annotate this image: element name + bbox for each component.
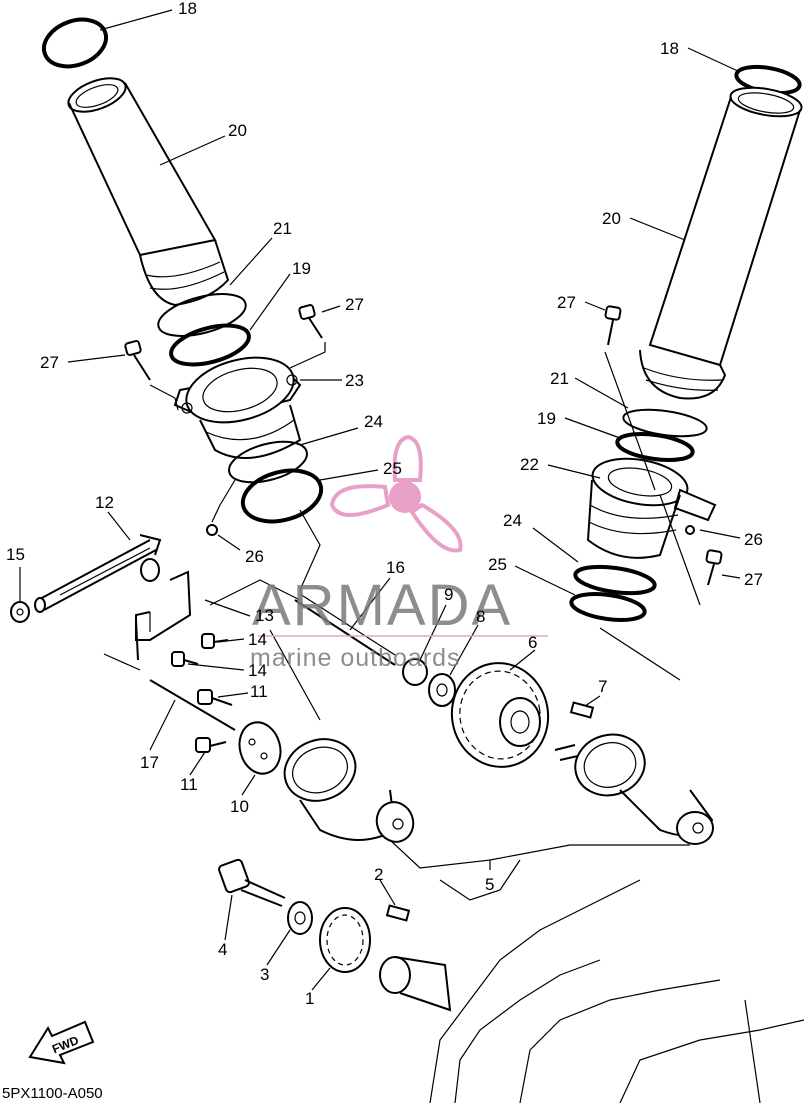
key-2 [385,904,411,922]
callout-27-right-b: 27 [744,570,763,589]
left-camshaft [283,738,415,843]
collar-9 [402,658,428,686]
pin-26-right [685,525,695,535]
engine-block-outline [429,859,804,1103]
plate-10 [238,721,282,775]
callout-21-right: 21 [550,369,569,388]
tube-20-left [67,77,230,307]
callout-4: 4 [218,940,227,959]
callout-13: 13 [255,606,274,625]
callout-25-right: 25 [488,555,507,574]
shift-mechanism [10,534,396,775]
callout-9: 9 [444,585,453,604]
o-ring-24-left [228,440,308,484]
callout-6: 6 [528,633,537,652]
callout-1: 1 [305,989,314,1008]
callout-11-a: 11 [250,682,268,701]
bolt-27-right-a [604,305,656,491]
propeller-logo [329,434,463,553]
watermark: ARMADA marine outboards [250,434,548,672]
washer-15 [10,601,30,623]
watermark-title: ARMADA [252,573,512,638]
callouts: 18 20 21 19 27 27 23 24 25 26 12 15 16 1… [6,0,763,1008]
screw-11-a [197,689,233,706]
crankshaft-end [379,956,452,1012]
right-camshaft [554,733,714,845]
left-tube-assembly [42,17,326,536]
housing-22-right [586,457,717,559]
bolt-27-left-a [124,340,179,411]
callout-10: 10 [230,797,249,816]
callout-8: 8 [476,607,485,626]
callout-22: 22 [520,455,539,474]
bolt-27-right-b [659,494,723,606]
callout-14-a: 14 [248,630,267,649]
callout-20-left: 20 [228,121,247,140]
o-ring-18-left [42,17,108,69]
bolt-4 [218,858,286,907]
fwd-arrow-icon [28,1020,95,1065]
propeller-blade-right [409,502,463,553]
callout-27-left-b: 27 [345,295,364,314]
callout-24-right: 24 [503,511,522,530]
o-ring-19-left [169,323,251,367]
screw-11-b [195,737,227,753]
callout-18-right: 18 [660,39,679,58]
bracket-13 [135,570,192,661]
callout-26-left: 26 [245,547,264,566]
gear-1 [319,907,371,973]
callout-17: 17 [140,753,159,772]
callout-15: 15 [6,545,25,564]
callout-18-left: 18 [178,0,197,18]
fwd-arrow: FWD [28,1020,95,1065]
propeller-blade-top [392,434,423,482]
callout-5: 5 [485,875,494,894]
shaft-16 [294,599,396,666]
callout-27-right-a: 27 [557,293,576,312]
leader-lines [19,9,741,991]
right-tube-assembly [569,64,803,622]
drawing-code: 5PX1100-A050 [2,1085,103,1102]
callout-16: 16 [386,558,405,577]
callout-19-left: 19 [292,259,311,278]
gear-6 [450,662,550,768]
callout-23: 23 [345,371,364,390]
watermark-subtitle: marine outboards [250,644,461,672]
callout-14-b: 14 [248,661,267,680]
callout-21-left: 21 [273,219,292,238]
screw-14-a [201,633,229,649]
bolt-27-left-b [289,304,326,369]
rod-17 [149,679,236,731]
tube-20-right [639,86,803,400]
callout-20-right: 20 [602,209,621,228]
callout-11-b: 11 [180,775,198,794]
propeller-blade-left [329,484,391,517]
callout-12: 12 [95,493,114,512]
callout-2: 2 [374,865,383,884]
callout-27-left-a: 27 [40,353,59,372]
callout-19-right: 19 [537,409,556,428]
callout-3: 3 [260,965,269,984]
o-ring-19-right [615,431,695,463]
shift-lever-12 [34,534,162,613]
washer-8 [428,673,456,707]
callout-25-left: 25 [383,459,402,478]
washer-3 [287,901,313,935]
housing-23-left [173,356,302,459]
o-ring-25-right [569,592,647,622]
screw-14-b [171,651,199,667]
callout-24-left: 24 [364,412,383,431]
callout-7: 7 [598,677,607,696]
o-ring-25-left [240,468,324,524]
o-ring-24-right [573,564,657,596]
callout-26-right: 26 [744,530,763,549]
ring-21-left [157,293,247,337]
propeller-hub [389,481,421,513]
pin-26-left [206,524,218,536]
key-7 [569,701,595,719]
